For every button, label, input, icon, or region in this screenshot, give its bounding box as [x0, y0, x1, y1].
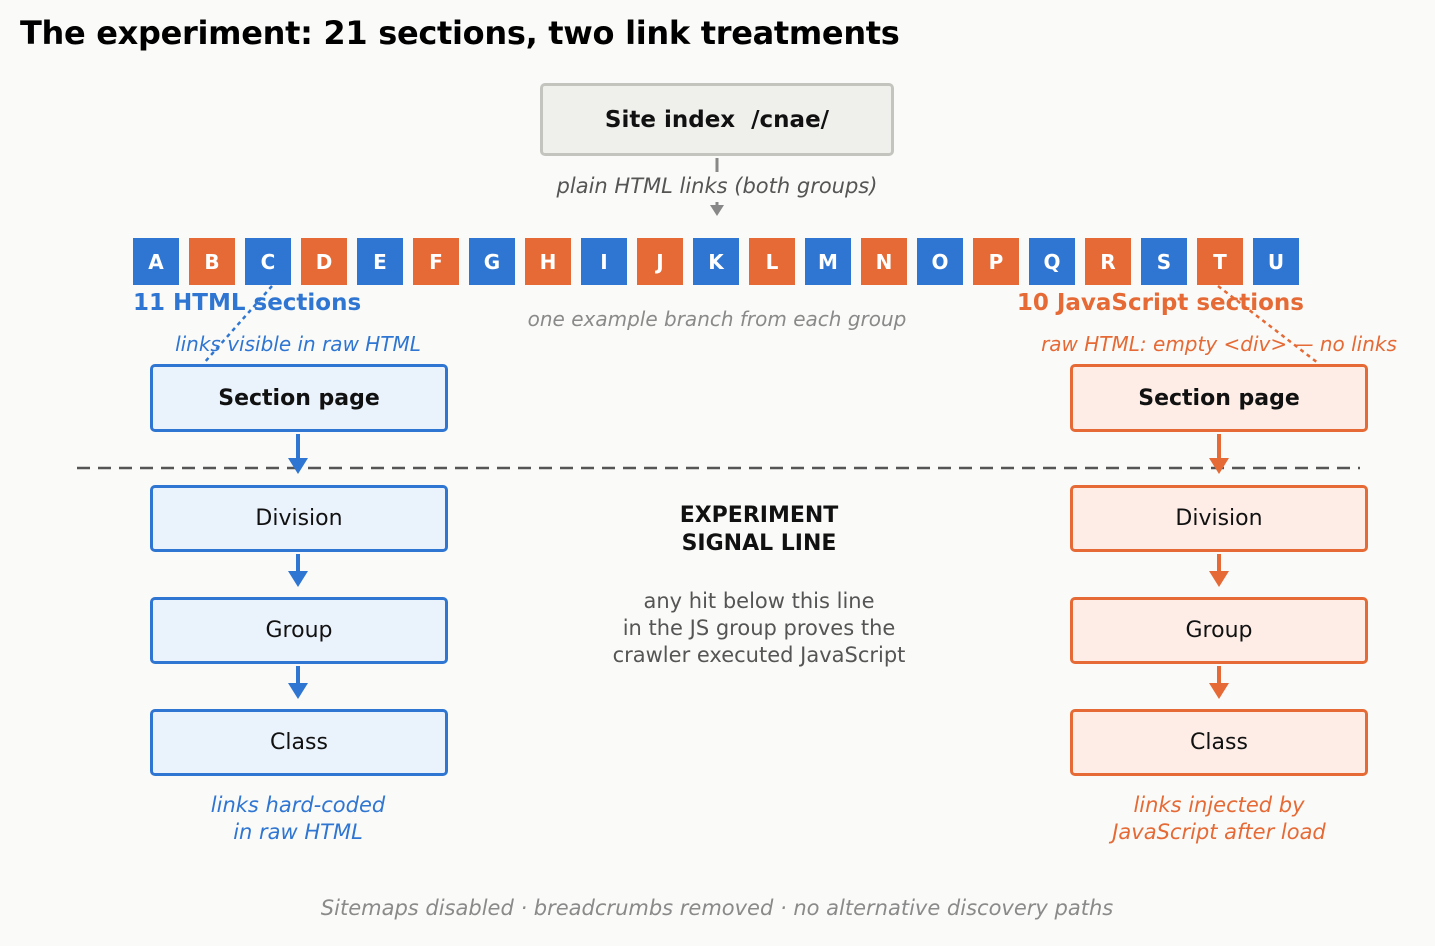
section-g-html: G [469, 238, 515, 285]
signal-description: any hit below this line in the JS group … [613, 588, 906, 669]
section-a-html: A [133, 238, 179, 285]
html-division-box: Division [150, 485, 448, 552]
diagram-title: The experiment: 21 sections, two link tr… [20, 14, 900, 52]
html-division-label: Division [255, 506, 343, 531]
section-d-js: D [301, 238, 347, 285]
section-u-html: U [1253, 238, 1299, 285]
signal-desc-line2: in the JS group proves the [622, 616, 896, 640]
html-class-box: Class [150, 709, 448, 776]
js-section-page-box: Section page [1070, 364, 1368, 432]
section-i-html: I [581, 238, 627, 285]
site-index-label: Site index /cnae/ [604, 106, 830, 133]
html-footer-line2: in raw HTML [233, 820, 363, 844]
js-group-heading: 10 JavaScript sections [1016, 290, 1304, 316]
js-division-box: Division [1070, 485, 1368, 552]
middle-note: one example branch from each group [527, 307, 907, 331]
signal-desc-line1: any hit below this line [643, 589, 875, 613]
section-f-js: F [413, 238, 459, 285]
section-t-js: T [1197, 238, 1243, 285]
html-branch-dotted-line [203, 285, 273, 364]
section-q-html: Q [1029, 238, 1075, 285]
js-division-label: Division [1175, 506, 1263, 531]
site-index-arrowhead [710, 205, 724, 216]
html-section-page-box: Section page [150, 364, 448, 432]
section-b-js: B [189, 238, 235, 285]
section-o-html: O [917, 238, 963, 285]
html-group-heading: 11 HTML sections [133, 290, 362, 316]
section-l-js: L [749, 238, 795, 285]
section-r-js: R [1085, 238, 1131, 285]
js-branch-dotted-line [1217, 285, 1319, 364]
signal-desc-line3: crawler executed JavaScript [612, 643, 906, 667]
section-m-html: M [805, 238, 851, 285]
html-footer-caption: links hard-coded in raw HTML [211, 792, 385, 846]
signal-heading-line2: SIGNAL LINE [681, 531, 837, 556]
site-index-box: Site index /cnae/ [540, 83, 894, 156]
site-index-caption: plain HTML links (both groups) [556, 174, 878, 198]
section-h-js: H [525, 238, 571, 285]
js-group-label: Group [1185, 618, 1253, 643]
js-class-label: Class [1190, 730, 1248, 755]
js-group-box: Group [1070, 597, 1368, 664]
js-group-subnote: raw HTML: empty <div> — no links [1041, 332, 1397, 356]
signal-heading-line1: EXPERIMENT [679, 503, 839, 528]
section-p-js: P [973, 238, 1019, 285]
js-class-box: Class [1070, 709, 1368, 776]
js-arrows [1209, 434, 1229, 699]
signal-heading: EXPERIMENT SIGNAL LINE [680, 502, 839, 558]
html-arrows [288, 434, 308, 699]
section-j-js: J [637, 238, 683, 285]
html-group-box: Group [150, 597, 448, 664]
html-section-page-label: Section page [218, 385, 380, 411]
section-n-js: N [861, 238, 907, 285]
html-group-label: Group [265, 618, 333, 643]
html-footer-line1: links hard-coded [210, 793, 386, 817]
js-section-page-label: Section page [1138, 385, 1300, 411]
js-footer-line2: JavaScript after load [1112, 820, 1326, 844]
section-k-html: K [693, 238, 739, 285]
js-footer-line1: links injected by [1133, 793, 1305, 817]
section-s-html: S [1141, 238, 1187, 285]
html-class-label: Class [270, 730, 328, 755]
footnote: Sitemaps disabled · breadcrumbs removed … [320, 896, 1114, 920]
section-c-html: C [245, 238, 291, 285]
html-group-subnote: links visible in raw HTML [175, 332, 421, 356]
section-e-html: E [357, 238, 403, 285]
js-footer-caption: links injected by JavaScript after load [1112, 792, 1326, 846]
